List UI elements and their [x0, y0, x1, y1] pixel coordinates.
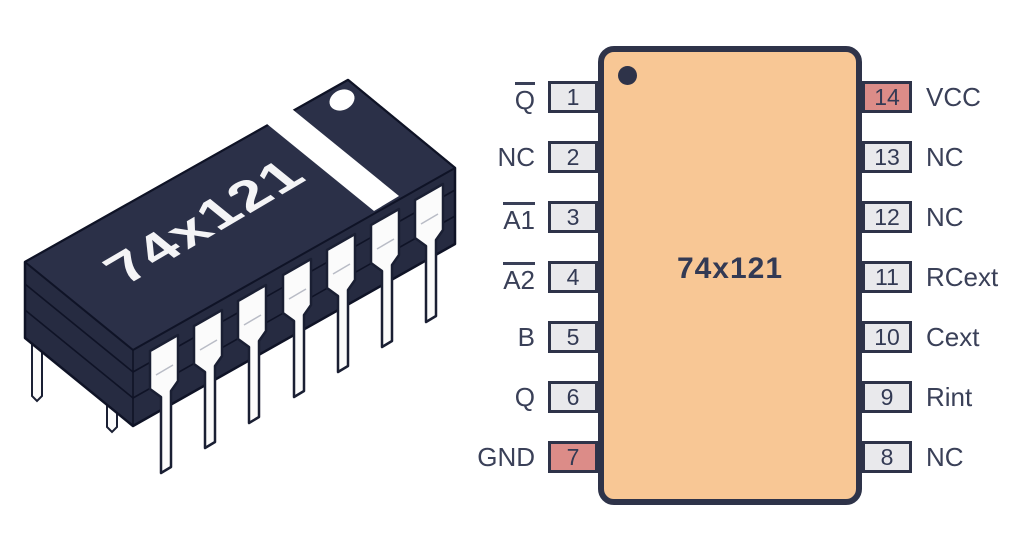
pin-row-3: A1 3	[503, 201, 598, 233]
pin-box: 11	[862, 261, 912, 293]
pin-row-10: 10 Cext	[862, 321, 979, 353]
pin-number: 4	[566, 263, 580, 290]
pin-number: 11	[875, 263, 899, 290]
pin-number: 2	[566, 143, 580, 170]
pin-number: 12	[874, 203, 900, 230]
pin-row-4: A2 4	[503, 261, 598, 293]
pin1-indicator-dot	[618, 66, 637, 85]
pin-label: VCC	[926, 82, 981, 112]
pin-number: 9	[880, 383, 894, 410]
pin-label: Cext	[926, 322, 980, 352]
pin-label: A2	[503, 261, 535, 293]
pin-row-9: 9 Rint	[862, 381, 972, 413]
pin-row-8: 8 NC	[862, 441, 964, 473]
pin-box: 5	[548, 321, 598, 353]
pinout-chip-title: 74x121	[676, 252, 784, 285]
stripe-marking	[267, 109, 399, 211]
pin-number: 6	[566, 383, 580, 410]
pin-row-1: Q 1	[514, 81, 598, 113]
pin-label: B	[517, 322, 535, 352]
pin-row-6: Q 6	[515, 381, 598, 413]
pin-number: 1	[566, 83, 580, 110]
pin-box: 8	[862, 441, 912, 473]
pin-row-13: 13 NC	[862, 141, 964, 173]
pin-box: 6	[548, 381, 598, 413]
pin-label: Rint	[926, 382, 973, 412]
pin-box: 9	[862, 381, 912, 413]
pin-row-11: 11 RCext	[862, 261, 998, 293]
pin-row-2: NC 2	[497, 141, 598, 173]
pin-row-12: 12 NC	[862, 201, 964, 233]
pin-box: 1	[548, 81, 598, 113]
pin-label: NC	[926, 202, 964, 232]
pin-number: 3	[566, 203, 580, 230]
pinout-chip-body: 74x121	[598, 46, 862, 505]
dip-top-face	[24, 79, 456, 351]
pin-number: 13	[874, 143, 900, 170]
pin-number: 14	[874, 83, 900, 110]
pin-row-7: GND 7	[477, 441, 598, 473]
pin-label: A1	[503, 201, 535, 233]
pin-row-14: 14 VCC	[862, 81, 981, 113]
pin-label: GND	[477, 442, 535, 472]
pin-label: NC	[497, 142, 535, 172]
pin-label: Q	[514, 81, 535, 113]
pin-number: 7	[566, 443, 580, 470]
pin-box-power: 7	[548, 441, 598, 473]
pin-box-power: 14	[862, 81, 912, 113]
pin-label: Q	[514, 382, 535, 412]
pin-row-5: B 5	[518, 321, 598, 353]
dip-chip-illustration: 74x121	[23, 78, 457, 475]
pin-box: 3	[548, 201, 598, 233]
pin-number: 10	[874, 323, 900, 350]
pin-label: NC	[926, 142, 964, 172]
dot-marking	[329, 89, 355, 111]
pin-label: RCext	[926, 262, 999, 292]
pin-box: 2	[548, 141, 598, 173]
pin-box: 13	[862, 141, 912, 173]
pin-number: 5	[566, 323, 580, 350]
pin-box: 12	[862, 201, 912, 233]
pin-label: NC	[926, 442, 964, 472]
pin-box: 4	[548, 261, 598, 293]
pin-box: 10	[862, 321, 912, 353]
pin-number: 8	[880, 443, 894, 470]
